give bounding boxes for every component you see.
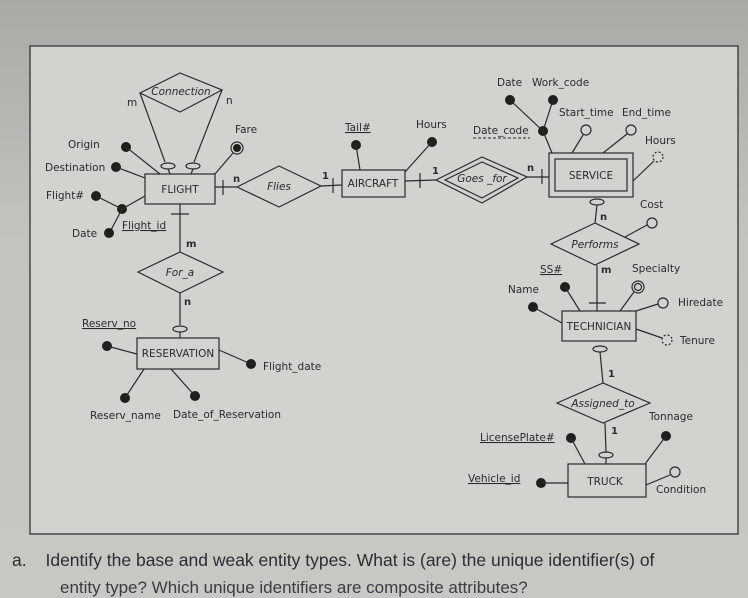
svg-text:Connection: Connection	[151, 86, 210, 98]
entity-technician: TECHNICIAN	[561, 310, 637, 342]
entity-truck: TRUCK	[567, 463, 647, 498]
attribute-label: Hiredate	[678, 297, 723, 309]
attribute-label: Hours	[645, 135, 676, 147]
attribute-label: Destination	[45, 162, 105, 174]
attribute-label: Date	[72, 228, 97, 240]
svg-text:FLIGHT: FLIGHT	[161, 184, 199, 196]
entity-aircraft: AIRCRAFT	[341, 169, 406, 198]
cardinality-label: n	[233, 174, 240, 185]
svg-text:AIRCRAFT: AIRCRAFT	[348, 178, 399, 190]
attribute-label: Date	[497, 77, 522, 89]
relationship-goes-for: Goes _for	[434, 156, 529, 204]
svg-text:Goes _for: Goes _for	[457, 173, 507, 185]
svg-text:Flies: Flies	[267, 181, 291, 193]
attribute-label: Flight_date	[263, 361, 321, 373]
attribute-label: Tenure	[679, 335, 715, 347]
cardinality-label: n	[600, 212, 607, 223]
partial-identifier-label: Date_code	[473, 125, 529, 137]
question-label: a.	[12, 550, 27, 570]
attribute-label: Start_time	[559, 107, 614, 119]
attribute-label: Cost	[640, 199, 663, 211]
attribute-label: Fare	[235, 124, 257, 136]
cardinality-label: n	[226, 95, 233, 107]
attribute-label: Specialty	[632, 263, 680, 275]
weak-entity-service: SERVICE	[548, 152, 634, 198]
svg-text:RESERVATION: RESERVATION	[142, 348, 214, 360]
svg-text:TECHNICIAN: TECHNICIAN	[566, 321, 632, 333]
cardinality-label: 1	[608, 369, 615, 380]
svg-text:SERVICE: SERVICE	[569, 170, 613, 182]
cardinality-label: 1	[322, 171, 329, 182]
svg-text:Performs: Performs	[571, 239, 619, 251]
question-text: Identify the base and weak entity types.…	[45, 550, 655, 570]
identifier-label: Flight_id	[122, 220, 166, 232]
question-a-continued: entity type? Which unique identifiers ar…	[60, 578, 528, 597]
cardinality-label: n	[527, 163, 534, 174]
attribute-label: Reserv_name	[90, 410, 161, 422]
identifier-label: Tail#	[344, 122, 371, 134]
relationship-performs: Performs	[549, 222, 641, 266]
cardinality-label: 1	[432, 166, 439, 177]
attribute-label: Tonnage	[648, 411, 693, 423]
svg-text:Assigned_to: Assigned_to	[570, 398, 634, 410]
attribute-label: Origin	[68, 139, 100, 151]
identifier-label: Reserv_no	[82, 318, 136, 330]
question-a: a. Identify the base and weak entity typ…	[12, 550, 654, 571]
cardinality-label: m	[127, 97, 137, 109]
attribute-label: End_time	[622, 107, 671, 119]
cardinality-label: n	[184, 297, 191, 308]
relationship-for-a: For_a	[136, 251, 225, 294]
identifier-label: SS#	[540, 264, 562, 276]
attribute-label: Hours	[416, 119, 447, 131]
diagram-frame	[29, 45, 739, 535]
identifier-label: LicensePlate#	[480, 432, 555, 444]
attribute-label: Condition	[656, 484, 706, 496]
cardinality-label: 1	[611, 426, 618, 437]
attribute-label: Flight#	[46, 190, 84, 202]
cardinality-label: m	[186, 239, 196, 250]
attribute-label: Name	[508, 284, 539, 296]
identifier-label: Vehicle_id	[468, 473, 520, 485]
svg-text:TRUCK: TRUCK	[586, 476, 624, 488]
cardinality-label: m	[601, 265, 611, 276]
attribute-label: Date_of_Reservation	[173, 409, 281, 421]
svg-text:For_a: For_a	[166, 267, 194, 279]
attribute-label: Work_code	[532, 77, 589, 89]
relationship-assigned-to: Assigned_to	[555, 382, 652, 424]
